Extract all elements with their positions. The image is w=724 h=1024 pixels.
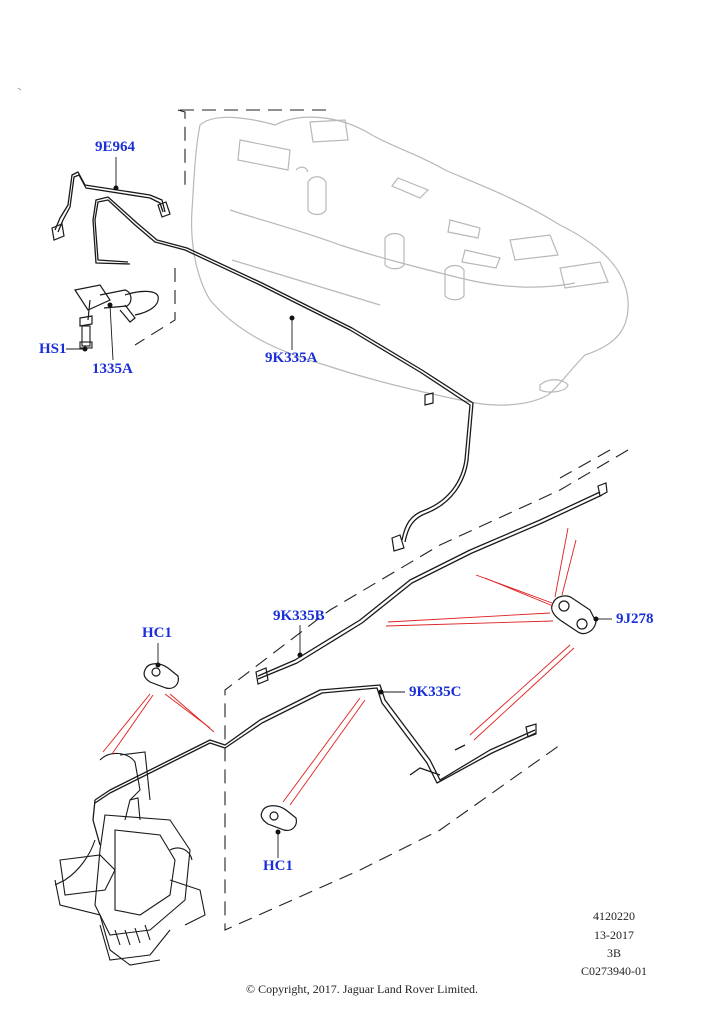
diagram-id: C0273940-01 bbox=[581, 964, 647, 978]
callout-9k335b[interactable]: 9K335B bbox=[273, 608, 325, 624]
dashed-group-top bbox=[134, 109, 330, 346]
leader-dots bbox=[82, 185, 599, 835]
fuel-lines bbox=[54, 171, 603, 846]
clip-hc1-top bbox=[143, 663, 179, 689]
callout-9k335a[interactable]: 9K335A bbox=[265, 350, 318, 366]
leader-lines-red bbox=[102, 527, 577, 806]
corner-mark bbox=[17, 87, 22, 91]
diagram-number: 4120220 bbox=[593, 909, 635, 923]
evap-canister bbox=[54, 751, 206, 966]
callout-9j278[interactable]: 9J278 bbox=[616, 611, 654, 627]
diagram-revision: 3B bbox=[606, 946, 621, 960]
fuel-tank bbox=[191, 116, 629, 406]
diagram-date: 13-2017 bbox=[594, 928, 634, 942]
hs1-bolt bbox=[79, 325, 93, 349]
leader-lines bbox=[66, 157, 612, 858]
callout-hs1[interactable]: HS1 bbox=[39, 341, 67, 357]
clip-hc1-bottom bbox=[260, 805, 297, 831]
dashed-group-bottom bbox=[224, 449, 629, 931]
callout-9k335c[interactable]: 9K335C bbox=[409, 684, 462, 700]
callout-hc1-bottom[interactable]: HC1 bbox=[263, 858, 293, 874]
copyright-notice: © Copyright, 2017. Jaguar Land Rover Lim… bbox=[245, 982, 479, 996]
callout-hc1-top[interactable]: HC1 bbox=[142, 625, 172, 641]
callout-1335a[interactable]: 1335A bbox=[92, 361, 133, 377]
filter-1335a bbox=[51, 201, 608, 738]
callout-9e964[interactable]: 9E964 bbox=[95, 139, 136, 155]
clip-9j278 bbox=[551, 595, 597, 635]
